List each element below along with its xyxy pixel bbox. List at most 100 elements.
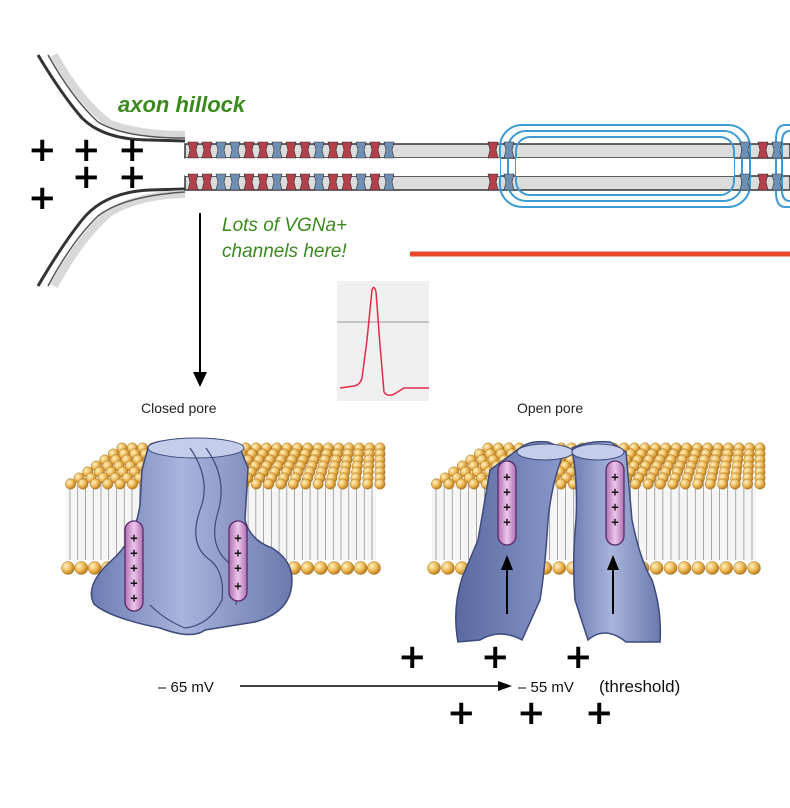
svg-text:+: + (130, 561, 137, 575)
lipid-head (705, 561, 720, 575)
plus-sign: + (564, 637, 593, 677)
plus-sign: + (72, 130, 101, 170)
action-potential-inset (337, 281, 429, 401)
ion-channels-bottom-row (187, 173, 783, 191)
lipid-head (719, 561, 733, 575)
svg-text:+: + (234, 531, 241, 545)
voltage-sensor-left (124, 520, 144, 612)
plus-sign: + (585, 693, 614, 733)
open-pore-caption: Open pore (517, 400, 583, 416)
sodium-channel (487, 173, 499, 191)
svg-text:+: + (503, 485, 510, 499)
lipid-head (102, 478, 114, 490)
axon-hillock-label: axon hillock (118, 92, 247, 117)
lipid-head (77, 478, 89, 490)
lipid-head (314, 561, 328, 575)
svg-text:+: + (611, 485, 618, 499)
potassium-channel (771, 141, 783, 159)
svg-text:+: + (130, 546, 137, 560)
potassium-channel (215, 173, 227, 191)
ion-channels-top-row (187, 141, 783, 159)
potassium-channel (739, 173, 751, 191)
lipid-head (250, 478, 262, 490)
potassium-channel (383, 141, 395, 159)
action-potential-trace (339, 286, 429, 396)
plus-sign: + (118, 157, 147, 197)
lipid-head (114, 478, 126, 490)
lipid-head (300, 561, 315, 575)
lipid-head (555, 478, 567, 490)
sodium-channel (369, 141, 381, 159)
lipid-head (65, 478, 77, 490)
sodium-channel (285, 173, 297, 191)
plus-sign: + (28, 178, 57, 218)
potassium-channel (383, 173, 395, 191)
svg-text:+: + (611, 470, 618, 484)
potassium-channel (271, 173, 283, 191)
lipid-head (552, 561, 566, 575)
vgna-note-line2: channels here! (222, 241, 347, 262)
sodium-channel (341, 173, 353, 191)
voltage-sensor-left (497, 460, 517, 546)
lipid-head (427, 561, 441, 575)
sodium-channel (369, 173, 381, 191)
lipid-head (353, 561, 368, 575)
closed-pore-illustration: + + + + + + + + + (61, 437, 386, 636)
lipid-head (717, 478, 729, 490)
svg-text:+: + (130, 576, 137, 590)
vgna-note-line1: Lots of VGNa+ (222, 215, 347, 236)
lipid-head (441, 561, 455, 575)
sodium-channel (257, 141, 269, 159)
lipid-head (300, 478, 312, 490)
lipid-head (275, 478, 287, 490)
closed-pore-caption: Closed pore (141, 400, 217, 416)
lipid-head (642, 478, 654, 490)
potassium-channel (739, 141, 751, 159)
svg-text:+: + (611, 500, 618, 514)
plus-sign: + (517, 693, 546, 733)
voltage-sensor-right (605, 460, 625, 546)
sodium-channel (187, 173, 199, 191)
plus-sign: + (28, 130, 57, 170)
sodium-channel (299, 141, 311, 159)
resting-voltage-label: – 65 mV (158, 679, 214, 696)
svg-text:+: + (611, 515, 618, 529)
potassium-channel (771, 173, 783, 191)
lipid-head (312, 478, 324, 490)
hillock-charge-signs: + + + + + + (28, 130, 147, 218)
lipid-head (677, 561, 692, 575)
lipid-head (349, 478, 361, 490)
lipid-head (263, 478, 275, 490)
lipid-head (287, 478, 299, 490)
arrow-right-icon (240, 681, 512, 691)
potassium-channel (271, 141, 283, 159)
sodium-channel (757, 173, 769, 191)
potassium-channel (229, 173, 241, 191)
lipid-head (431, 478, 443, 490)
lipid-head (74, 561, 89, 575)
svg-text:+: + (234, 546, 241, 560)
lipid-head (649, 561, 664, 575)
potassium-channel (503, 173, 515, 191)
svg-text:+: + (130, 591, 137, 605)
lipid-head (127, 478, 138, 490)
extracellular-charge-signs: + + + + + + (398, 637, 614, 733)
lipid-head (630, 478, 642, 490)
sodium-channel (201, 173, 213, 191)
lipid-head (61, 561, 75, 575)
lipid-head (89, 478, 101, 490)
arrow-up-icon (501, 555, 513, 614)
plus-sign: + (447, 693, 476, 733)
potassium-channel (215, 141, 227, 159)
sodium-channel (257, 173, 269, 191)
lipid-head (704, 478, 716, 490)
svg-text:+: + (234, 579, 241, 593)
lipid-head (325, 478, 336, 490)
lipid-head (747, 561, 761, 575)
sodium-channel (187, 141, 199, 159)
lipid-head (692, 478, 704, 490)
potassium-channel (229, 141, 241, 159)
axon-illustration (36, 53, 790, 288)
potassium-channel (313, 173, 325, 191)
